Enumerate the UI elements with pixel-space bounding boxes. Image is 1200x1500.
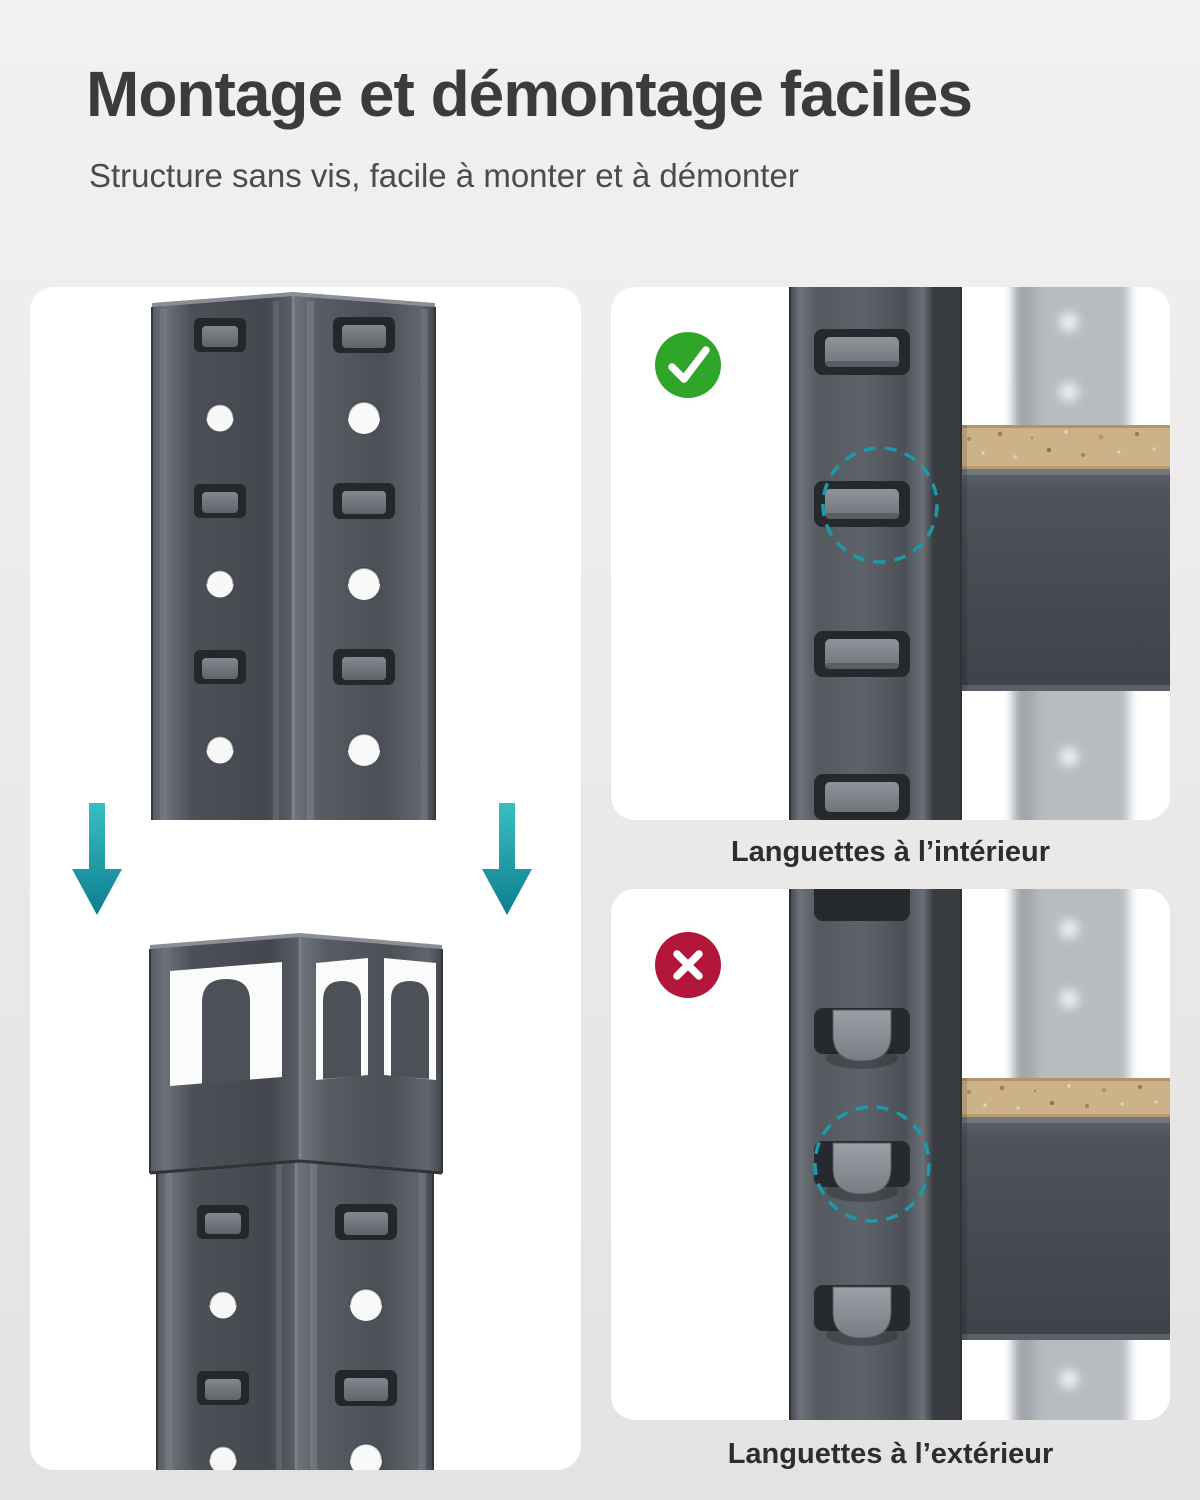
slot-with-inside-tab: [814, 631, 910, 677]
corner-connector: [149, 933, 443, 1175]
slot-with-inside-tab: [814, 481, 910, 527]
upper-corner-post: [151, 292, 436, 820]
correct-caption: Languettes à l’intérieur: [730, 836, 1051, 868]
shelf-board: [957, 425, 1170, 691]
page-subtitle: Structure sans vis, facile à monter et à…: [89, 156, 799, 194]
correct-panel: [611, 287, 1170, 820]
incorrect-panel: [611, 889, 1170, 1420]
cross-icon: [655, 932, 721, 998]
incorrect-caption: Languettes à l’extérieur: [727, 1438, 1054, 1470]
tabs-inside-illustration: [655, 287, 1170, 820]
slot-with-outside-tab: [814, 1141, 910, 1202]
highlight-circle: [821, 446, 939, 564]
slot-with-inside-tab: [814, 774, 910, 820]
assembly-demo-panel: [30, 287, 581, 1470]
arrow-down-icon: [72, 803, 122, 915]
upright-post: [789, 287, 962, 820]
tabs-outside-illustration: [655, 889, 1170, 1420]
page-title: Montage et démontage faciles: [86, 58, 973, 130]
arrow-down-icon: [482, 803, 532, 915]
lower-corner-post: [156, 1149, 434, 1470]
check-icon: [655, 332, 721, 398]
shelf-board: [957, 1078, 1170, 1340]
highlight-circle: [813, 1105, 931, 1223]
slot-with-outside-tab: [814, 1285, 910, 1346]
empty-slot: [814, 889, 910, 921]
assembly-steps-illustration: [72, 292, 532, 1470]
upright-post: [789, 889, 962, 1420]
header: Montage et démontage faciles Structure s…: [86, 58, 1146, 195]
slot-with-inside-tab: [814, 329, 910, 375]
slot-with-outside-tab: [814, 1008, 910, 1069]
